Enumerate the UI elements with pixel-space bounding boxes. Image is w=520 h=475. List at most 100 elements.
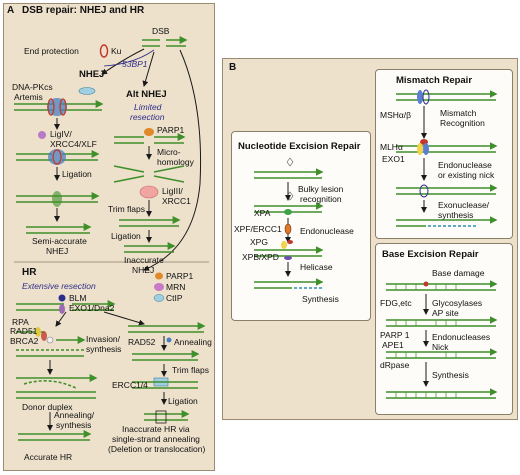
ercc1-4-label: ERCC1/4 <box>112 380 148 390</box>
mmr-synthesis-label: synthesis <box>438 210 474 220</box>
nick-label: Nick <box>432 342 449 352</box>
ape1-label: APE1 <box>382 340 404 350</box>
legend-parp1: PARP1 <box>166 271 194 281</box>
dnapkcs-label: DNA-PKcs <box>12 82 53 92</box>
mmr-diagram <box>396 89 498 227</box>
ligation-label-1: Ligation <box>62 169 92 179</box>
base-damage-label: Base damage <box>432 268 485 278</box>
mismatch-recognition-label: Recognition <box>440 118 485 128</box>
inaccurate-hr-label: Inaccurate HR via <box>122 424 190 434</box>
nhej-label: NHEJ <box>79 69 105 80</box>
brca2-label: BRCA2 <box>10 336 39 346</box>
dnapk-complex-icon <box>47 98 67 116</box>
xpb-icon <box>284 256 292 260</box>
existing-nick-label: or existing nick <box>438 170 495 180</box>
rpa-label: RPA <box>12 317 29 327</box>
ner-diagram <box>254 157 324 289</box>
ner-title: Nucleotide Excision Repair <box>238 141 361 152</box>
mlh-label: MLHα <box>380 142 403 152</box>
endonucleases-label: Endonucleases <box>432 332 491 342</box>
inaccurate-label: Inaccurate <box>124 255 164 265</box>
limited-label: Limited <box>134 102 162 112</box>
xrcc1-label: XRCC1 <box>162 196 191 206</box>
donor-duplex-label: Donor duplex <box>22 402 73 412</box>
end-protection-label: End protection <box>24 46 79 56</box>
xpg-label: XPG <box>250 237 268 247</box>
semi-accurate-label: Semi-accurate <box>32 236 87 246</box>
ber-diagram <box>386 280 498 399</box>
parp1-ber-label: PARP 1 <box>380 330 410 340</box>
ku-label: Ku <box>111 46 122 56</box>
mmr-endonuclease-label: Endonuclease <box>438 160 492 170</box>
ber-title: Base Excision Repair <box>382 249 479 260</box>
ligiv-label: LigIV/ <box>50 129 72 139</box>
xpg-icon <box>287 240 293 244</box>
homology-label: homology <box>157 157 194 167</box>
panel-b: B Nucleotide Excis <box>222 58 518 420</box>
annealing-label: Annealing <box>174 337 212 347</box>
53bp1-label: 53BP1 <box>122 59 148 69</box>
legend-mrn: MRN <box>166 282 186 292</box>
invasion-label: Invasion/ <box>86 334 121 344</box>
micro-label: Micro- <box>157 147 181 157</box>
trim-flaps-label: Trim flaps <box>108 204 145 214</box>
panel-a-title: DSB repair: NHEJ and HR <box>22 5 145 16</box>
artemis-icon <box>78 87 96 95</box>
rad52-icon <box>166 337 172 343</box>
ber-synthesis-label: Synthesis <box>432 370 469 380</box>
ligation-label-3: Ligation <box>168 396 198 406</box>
blm-label: BLM <box>69 293 87 303</box>
trim-flaps-label-2: Trim flaps <box>172 365 209 375</box>
xpf-label: XPF/ERCC1 <box>234 224 282 234</box>
xpb-label: XPB/XPD <box>242 252 279 262</box>
ligiii-icon <box>139 185 159 199</box>
recognition-label: recognition <box>300 194 342 204</box>
ku-icon <box>99 44 109 58</box>
semi-nhej-label: NHEJ <box>46 246 69 256</box>
legend-ctip: CtIP <box>166 293 183 303</box>
arrow-dsb-nhej <box>101 48 145 75</box>
endonuclease-label: Endonuclease <box>300 226 354 236</box>
rad51-label: RAD51 <box>10 326 38 336</box>
blm-icon <box>58 294 66 302</box>
drpase-label: dRpase <box>380 360 410 370</box>
mmr-title: Mismatch Repair <box>396 75 473 86</box>
msh-label: MSHα/β <box>380 110 412 120</box>
ap-site-label: AP site <box>432 308 459 318</box>
annealing-synthesis-label: Annealing/ <box>54 410 95 420</box>
helicase-label: Helicase <box>300 262 333 272</box>
artemis-label: Artemis <box>14 92 43 102</box>
ligiii-label: LigIII/ <box>162 186 183 196</box>
exonuclease-label: Exonuclease/ <box>438 200 490 210</box>
glycosylases-label: Glycosylases <box>432 298 483 308</box>
ner-synthesis-label: Synthesis <box>302 294 339 304</box>
mismatch-label: Mismatch <box>440 108 477 118</box>
xpf-icon <box>284 223 292 235</box>
parp1-icon <box>144 128 154 136</box>
xrcc4-label: XRCC4/XLF <box>50 139 97 149</box>
exo1-label: EXO1 <box>382 154 405 164</box>
panel-a-letter: A <box>7 5 15 16</box>
arrow-53bp1 <box>103 49 155 67</box>
alt-nhej-label: Alt NHEJ <box>126 89 167 100</box>
arrow-dsb-alt <box>142 51 155 87</box>
synthesis-label: synthesis <box>86 344 122 354</box>
extensive-resection-label: Extensive resection <box>22 281 96 291</box>
dsb-label: DSB <box>152 26 170 36</box>
annealing-synthesis-label-2: synthesis <box>56 420 92 430</box>
nhej-dna-1 <box>14 100 104 111</box>
mmr-box: Mismatch Repair MSHα/β Mismatch Recognit… <box>375 69 513 239</box>
panel-b-letter: B <box>229 62 237 73</box>
panel-a: A DSB repair: NHEJ and HR DSB End protec… <box>3 3 215 471</box>
exo1-dna2-label: EXO1/Dna2 <box>69 303 115 313</box>
fdg-label: FDG,etc <box>380 298 412 308</box>
xpa-label: XPA <box>254 208 271 218</box>
accurate-hr-label: Accurate HR <box>24 452 73 462</box>
deletion-label: (Deletion or translocation) <box>108 444 206 454</box>
exo1-icon <box>59 304 65 314</box>
panel-a-diagram <box>14 36 209 441</box>
inaccurate-nhej-label: NHEJ <box>132 265 155 275</box>
resection-label: resection <box>130 112 165 122</box>
ber-box: Base Excision Repair Base damage FDG,etc… <box>375 243 513 415</box>
rad52-label: RAD52 <box>128 337 156 347</box>
